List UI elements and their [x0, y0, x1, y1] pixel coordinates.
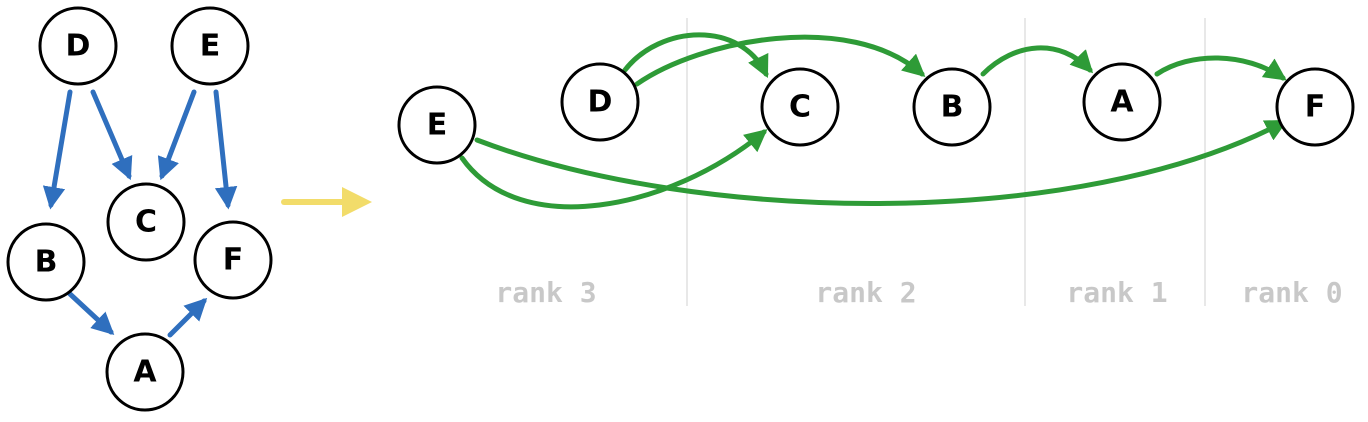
rank-label-2: rank 2 [815, 276, 916, 309]
rank-label-0: rank 0 [1241, 276, 1342, 309]
source-node-a: A [105, 332, 185, 412]
ranked-node-b-label: B [941, 90, 964, 125]
source-edge-b-to-a [67, 291, 115, 336]
ranked-node-a-label: A [1110, 85, 1134, 120]
source-node-a-label: A [133, 355, 157, 390]
source-edge-a-to-f [167, 297, 208, 338]
ranked-node-e-label: E [427, 108, 448, 143]
rank-dividers [686, 18, 1206, 306]
ranked-node-b: B [912, 67, 992, 147]
source-graph-nodes: D E C B F A [6, 6, 273, 412]
ranked-node-c-label: C [789, 90, 811, 125]
source-node-d-label: D [66, 29, 91, 64]
rank-label-3: rank 3 [495, 276, 596, 309]
ranked-edge-b-to-a [980, 45, 1094, 77]
ranked-node-d: D [560, 62, 640, 142]
source-node-e-label: E [200, 29, 221, 64]
source-node-b: B [6, 222, 86, 302]
ranked-node-e: E [397, 85, 477, 165]
source-node-c-label: C [135, 205, 157, 240]
source-node-b-label: B [35, 245, 58, 280]
ranked-node-a: A [1082, 62, 1162, 142]
source-node-c: C [106, 182, 186, 262]
ranked-edge-a-to-f [1154, 55, 1287, 81]
source-node-f-label: F [223, 243, 244, 278]
source-node-f: F [193, 220, 273, 300]
source-node-d: D [38, 6, 118, 86]
ranked-edge-d-to-b [634, 34, 926, 87]
rank-labels: rank 3 rank 2 rank 1 rank 0 [495, 276, 1342, 309]
ranked-node-f-label: F [1305, 90, 1326, 125]
ranked-node-c: C [760, 67, 840, 147]
ranked-graph-nodes: E D C B A F [397, 62, 1355, 165]
ranked-edge-d-to-c [622, 32, 769, 79]
ranked-graph-edges [459, 32, 1288, 210]
source-edge-d-to-b [42, 89, 73, 210]
ranked-edge-e-to-c [459, 129, 768, 210]
ranked-edge-e-to-f [474, 119, 1288, 206]
source-edge-d-to-c [90, 89, 133, 181]
source-node-e: E [170, 6, 250, 86]
source-graph-edges [42, 89, 238, 338]
ranked-node-f: F [1275, 67, 1355, 147]
source-edge-e-to-c [157, 89, 197, 181]
ranked-node-d-label: D [588, 85, 613, 120]
source-edge-e-to-f [213, 89, 238, 210]
rank-label-1: rank 1 [1066, 276, 1167, 309]
